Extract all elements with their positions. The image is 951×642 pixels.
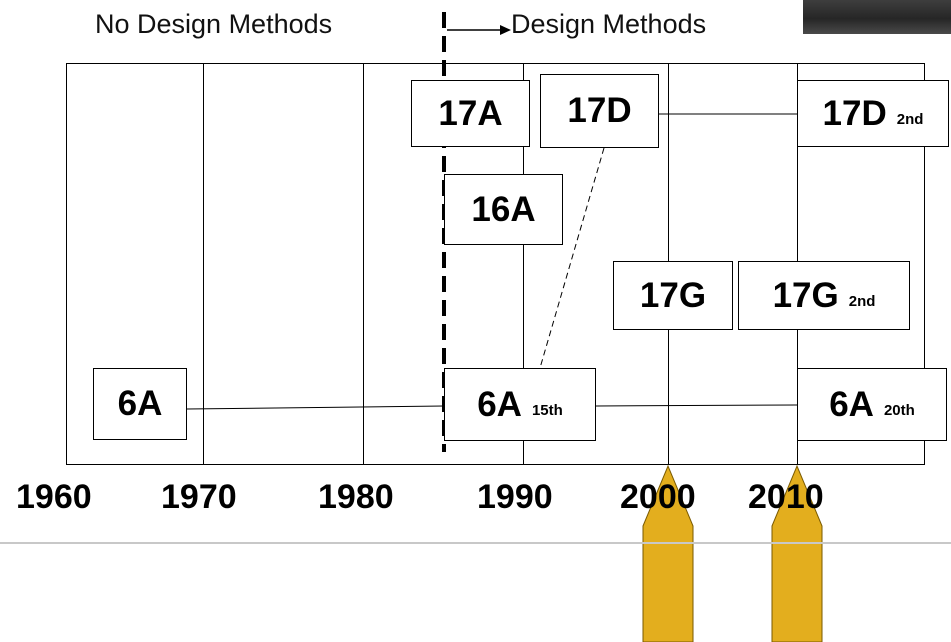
standard-box-17g: 17G bbox=[613, 261, 733, 330]
standard-edition: 15th bbox=[531, 402, 563, 419]
standard-edition: 20th bbox=[883, 402, 915, 419]
standard-id: 17D bbox=[567, 91, 632, 130]
standard-id: 17G bbox=[772, 275, 839, 315]
standard-id: 6A bbox=[477, 384, 522, 424]
standard-id: 16A bbox=[471, 189, 536, 229]
standard-box-6a-20th: 6A 20th bbox=[797, 368, 947, 441]
standard-id: 6A bbox=[829, 384, 874, 424]
standard-box-17g-2nd: 17G 2nd bbox=[738, 261, 910, 330]
year-label: 2000 bbox=[620, 478, 696, 516]
no-design-methods-label: No Design Methods bbox=[95, 9, 333, 39]
standard-edition: 2nd bbox=[848, 293, 876, 310]
standard-box-17a: 17A bbox=[411, 80, 530, 147]
timeline-frame bbox=[66, 63, 925, 465]
connector-6a-15th-20th bbox=[595, 404, 798, 407]
up-arrow-2000 bbox=[642, 464, 694, 642]
horizontal-rule bbox=[0, 542, 951, 544]
gridline-1970 bbox=[203, 63, 204, 465]
standard-box-17d: 17D bbox=[540, 74, 659, 148]
design-methods-label: Design Methods bbox=[511, 9, 707, 39]
standard-box-16a: 16A bbox=[444, 174, 563, 245]
year-label: 1960 bbox=[16, 478, 92, 516]
year-label: 1980 bbox=[318, 478, 394, 516]
standard-box-17d-2nd: 17D 2nd bbox=[797, 80, 949, 147]
up-arrow-2010 bbox=[771, 464, 823, 642]
photo-fragment bbox=[803, 0, 951, 34]
standard-id: 17D bbox=[822, 93, 887, 133]
year-label: 2010 bbox=[748, 478, 824, 516]
header-arrow-head bbox=[500, 25, 511, 35]
dashed-connector-17d-6a bbox=[539, 147, 605, 369]
standard-id: 17A bbox=[438, 93, 503, 133]
year-label: 1970 bbox=[161, 478, 237, 516]
gridline-1980 bbox=[363, 63, 364, 465]
gridline-1990 bbox=[523, 63, 524, 465]
standard-id: 17G bbox=[639, 275, 707, 315]
standard-id: 6A bbox=[117, 384, 163, 423]
year-label: 1990 bbox=[477, 478, 553, 516]
connector-6a bbox=[186, 405, 445, 410]
standard-edition: 2nd bbox=[896, 111, 924, 128]
standard-box-6a: 6A bbox=[93, 368, 187, 440]
standard-box-6a-15th: 6A 15th bbox=[444, 368, 596, 441]
